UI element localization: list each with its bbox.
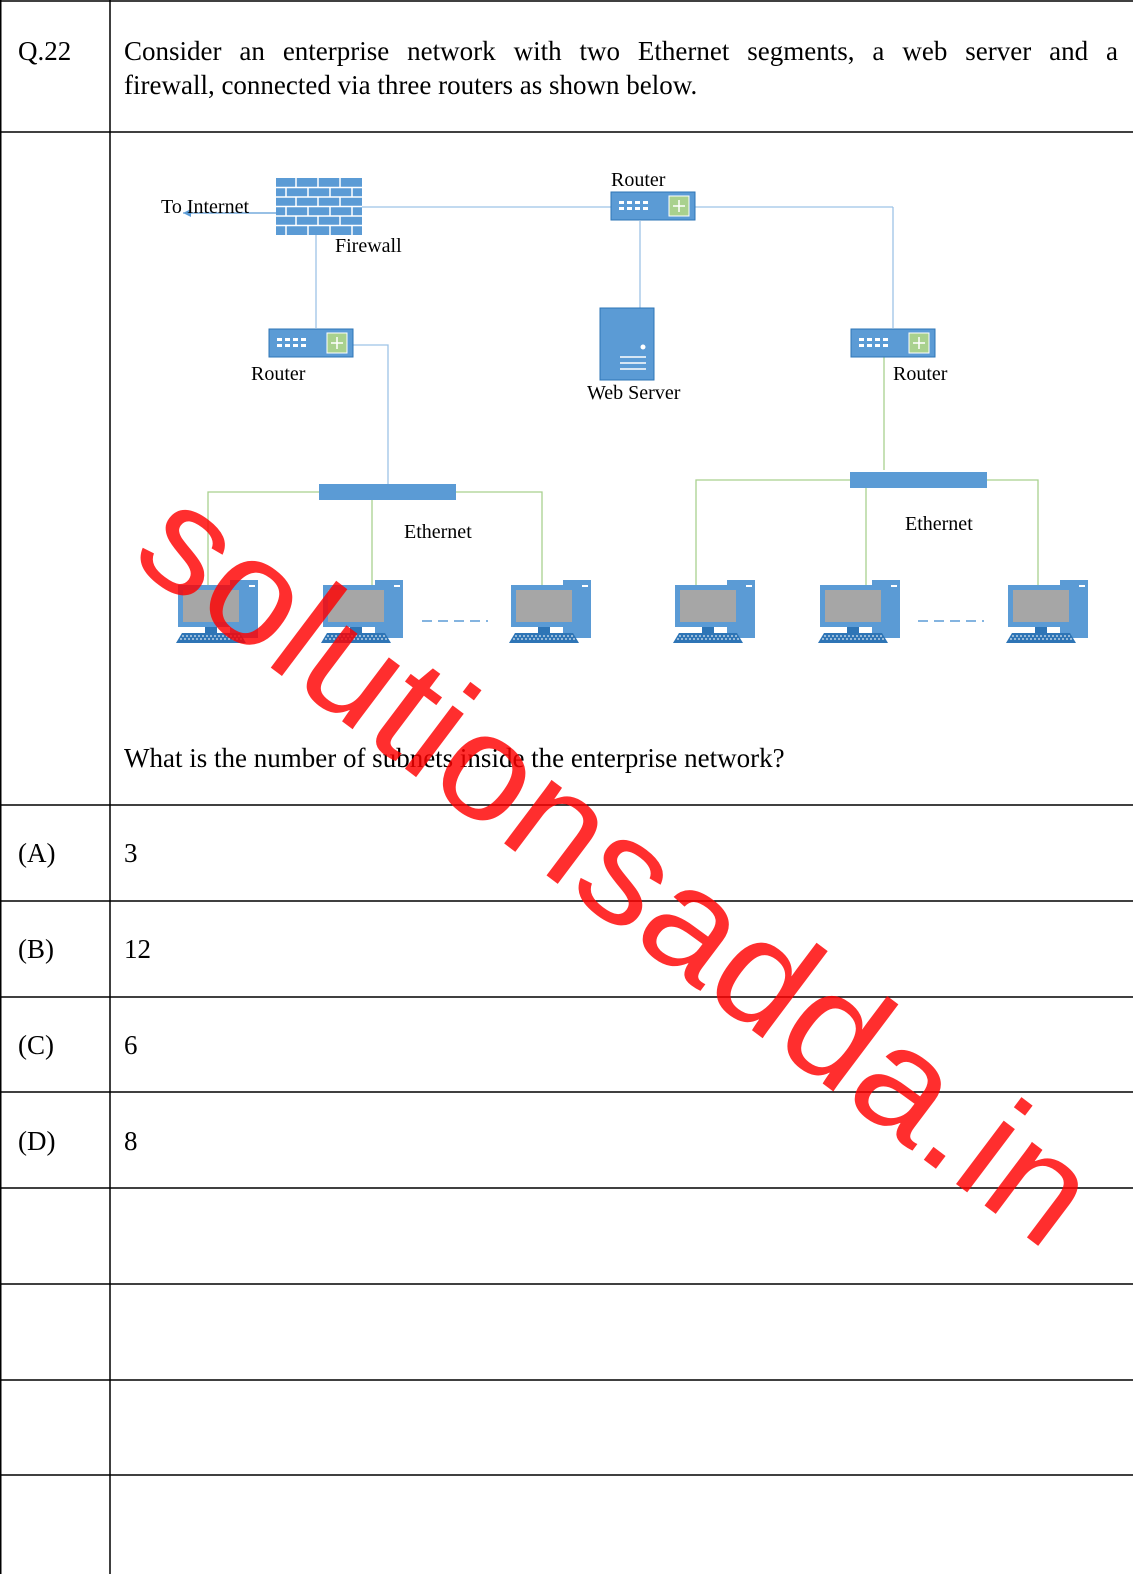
- option-d-label: (D): [18, 1126, 56, 1156]
- option-c-label: (C): [18, 1030, 54, 1060]
- ethernet-bar-left: [319, 484, 456, 500]
- to-internet-label: To Internet: [161, 196, 249, 218]
- pc-icon-right-1: [672, 579, 756, 644]
- option-b-label: (B): [18, 934, 54, 964]
- pc-icon-left-3: [508, 579, 592, 644]
- question-text: Consider an enterprise network with two …: [124, 34, 1118, 102]
- option-a-value: 3: [124, 838, 138, 868]
- question-text-line-1: Consider an enterprise network with two …: [124, 36, 1118, 66]
- ethernet-right-label: Ethernet: [905, 513, 973, 535]
- option-a-label: (A): [18, 838, 56, 868]
- option-d-value: 8: [124, 1126, 138, 1156]
- firewall-label: Firewall: [335, 235, 402, 257]
- ethernet-bar-right: [850, 472, 987, 488]
- option-b-value: 12: [124, 934, 151, 964]
- router-left-label: Router: [251, 363, 306, 385]
- firewall-icon: [276, 178, 362, 235]
- ethernet-left-label: Ethernet: [404, 521, 472, 543]
- question-number: Q.22: [18, 36, 72, 66]
- pc-icon-left-2: [320, 579, 404, 644]
- question-text-line-2: firewall, connected via three routers as…: [124, 70, 698, 100]
- web-server-icon: [599, 307, 655, 381]
- network-diagram: To Internet Firewall Router Router Route…: [161, 169, 1089, 644]
- pc-icon-right-2: [817, 579, 901, 644]
- pc-icon-left-1: [175, 579, 259, 644]
- router-icon-left: [268, 328, 354, 358]
- router-icon-right: [850, 328, 936, 358]
- router-top-label: Router: [611, 169, 666, 191]
- pc-icon-right-3: [1005, 579, 1089, 644]
- option-c-value: 6: [124, 1030, 138, 1060]
- web-server-label: Web Server: [587, 382, 681, 404]
- router-icon-top: [610, 191, 696, 221]
- question-prompt: What is the number of subnets inside the…: [124, 743, 785, 773]
- router-right-label: Router: [893, 363, 948, 385]
